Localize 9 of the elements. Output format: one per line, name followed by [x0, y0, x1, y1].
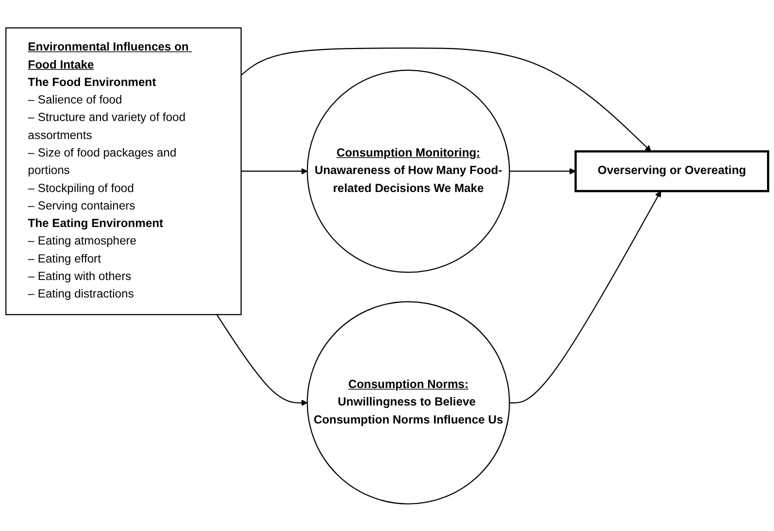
arrow	[241, 168, 308, 174]
arrow	[509, 190, 662, 403]
node-circle: Consumption Monitoring: Unawareness of How Many Food-related Decisions We Make	[306, 69, 510, 272]
node-circle: Consumption Norms: Unwillingness to Believe Consumption Norms Influence Us	[306, 300, 510, 504]
node-box: Overserving or Overeating	[574, 150, 770, 192]
arrow	[216, 314, 308, 406]
arrow	[509, 168, 576, 174]
node-box: Environmental Influences on Food Intake The Food Environment – Salience of food – Structure and variety of food assortments – Size of food packages and portions – Stockpiling of food – Serving containers The Eating Environment – Eating atmosphere – Eating effort – Eating with others – Eating distractions	[5, 26, 242, 315]
arrow	[240, 47, 652, 152]
